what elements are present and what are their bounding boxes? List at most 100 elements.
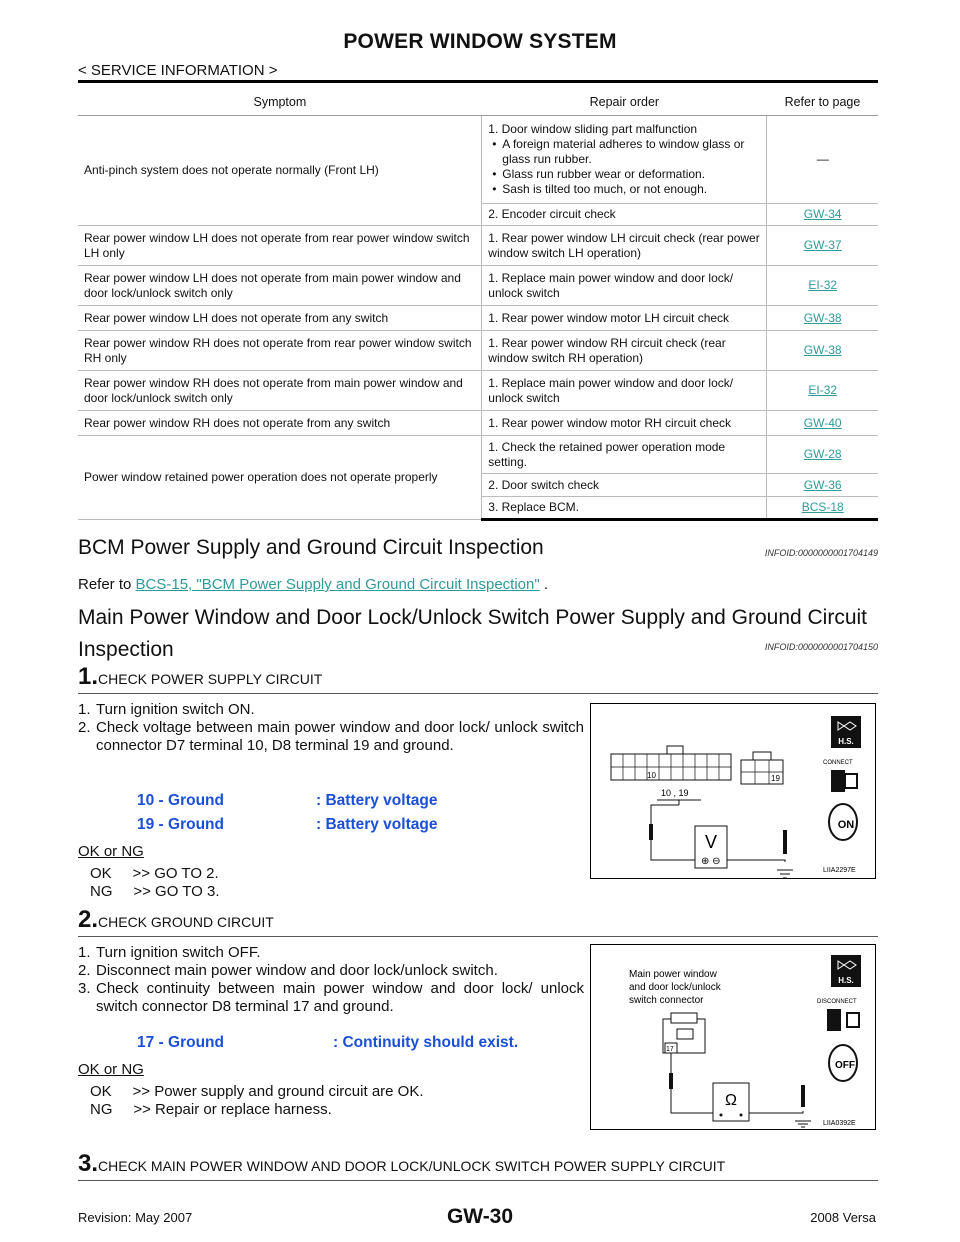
ref-link-gw36[interactable]: GW-36 xyxy=(803,477,842,492)
svg-text:H.S.: H.S. xyxy=(838,737,854,746)
figure-caption: Main power window xyxy=(629,969,718,980)
repair-order-cell: 1. Rear power window RH circuit check (r… xyxy=(481,330,767,371)
step-number: 3. xyxy=(78,1150,99,1177)
ng-result: NG >> Repair or replace harness. xyxy=(90,1101,332,1118)
voltmeter-icon: V ⊕ ⊖ xyxy=(649,800,793,879)
ok-result: OK >> Power supply and ground circuit ar… xyxy=(90,1083,424,1100)
instruction-list: 1.Turn ignition switch ON. 2.Check volta… xyxy=(78,701,584,755)
step-number: 1. xyxy=(78,663,99,690)
list-item: 2.Disconnect main power window and door … xyxy=(78,962,498,979)
ref-link-ei32[interactable]: EI-32 xyxy=(808,383,838,397)
ref-link-gw28[interactable]: GW-28 xyxy=(803,447,842,461)
figure-id: LIIA0392E xyxy=(823,1120,856,1127)
step-2-instructions: 1.Turn ignition switch OFF. 2.Disconnect… xyxy=(78,944,584,1016)
symptom-cell: Anti-pinch system does not operate norma… xyxy=(78,115,482,226)
figure-id: LIIA2297E xyxy=(823,867,856,874)
spec-value: : Battery voltage xyxy=(316,792,438,809)
refer-text: Refer to BCS-15, "BCM Power Supply and G… xyxy=(78,576,548,594)
svg-text:ON: ON xyxy=(838,819,855,831)
symptom-table: Symptom Repair order Refer to page Anti-… xyxy=(78,88,878,521)
repair-order-cell: 1. Replace main power window and door lo… xyxy=(481,370,767,411)
repair-order-cell: 2. Encoder circuit check xyxy=(481,203,767,226)
list-item: Sash is tilted too much, or not enough. xyxy=(492,182,760,197)
table-row: Anti-pinch system does not operate norma… xyxy=(78,115,878,226)
symptom-cell: Rear power window LH does not operate fr… xyxy=(78,305,482,331)
ref-link-gw37[interactable]: GW-37 xyxy=(803,238,842,252)
ok-ng-label: OK or NG xyxy=(78,843,144,860)
connector-d8: 17 xyxy=(662,1012,706,1054)
step-title: CHECK GROUND CIRCUIT xyxy=(98,914,274,930)
ref-link-gw38[interactable]: GW-38 xyxy=(803,310,842,325)
ref-link-gw40[interactable]: GW-40 xyxy=(803,415,842,430)
table-row: Rear power window RH does not operate fr… xyxy=(78,410,878,436)
repair-order-cell: 1. Rear power window motor RH circuit ch… xyxy=(481,410,767,436)
footer-page-number: GW-30 xyxy=(446,1205,514,1228)
svg-text:⊕ ⊖: ⊕ ⊖ xyxy=(701,856,721,867)
svg-text:17: 17 xyxy=(666,1046,674,1053)
table-row: Power window retained power operation do… xyxy=(78,435,878,520)
heading-line: Inspection xyxy=(78,638,174,661)
ref-link-gw38[interactable]: GW-38 xyxy=(803,343,842,357)
symptom-cell: Rear power window LH does not operate fr… xyxy=(78,225,482,266)
section-heading-main: Main Power Window and Door Lock/Unlock S… xyxy=(78,602,867,666)
hs-icon: H.S. xyxy=(831,955,861,987)
bcs15-link[interactable]: BCS-15, "BCM Power Supply and Ground Cir… xyxy=(135,576,540,593)
connector-d7: 10 xyxy=(610,745,732,781)
step-1-heading: 1.CHECK POWER SUPPLY CIRCUIT xyxy=(78,663,322,691)
page-title: POWER WINDOW SYSTEM xyxy=(343,30,617,53)
repair-order-cell: 1. Rear power window LH circuit check (r… xyxy=(481,225,767,266)
bullet-list: A foreign material adheres to window gla… xyxy=(488,137,760,197)
svg-text:H.S.: H.S. xyxy=(838,976,854,985)
instruction-list: 1.Turn ignition switch OFF. 2.Disconnect… xyxy=(78,944,584,1016)
ref-link-bcs18[interactable]: BCS-18 xyxy=(801,500,844,514)
repair-order-cell: 2. Door switch check xyxy=(481,473,767,497)
spec-label: 17 - Ground xyxy=(137,1034,224,1051)
refer-cell: — xyxy=(766,115,878,204)
repair-order-cell: 3. Replace BCM. xyxy=(481,496,767,521)
heading-line: Main Power Window and Door Lock/Unlock S… xyxy=(78,606,868,629)
table-row: 2. Door switch check GW-36 xyxy=(78,473,878,497)
table-header-row: Symptom Repair order Refer to page xyxy=(78,88,878,116)
spec-label: 19 - Ground xyxy=(137,816,224,833)
svg-text:Ω: Ω xyxy=(725,1092,737,1109)
col-header-refer: Refer to page xyxy=(766,88,878,116)
svg-text:OFF: OFF xyxy=(835,1060,855,1071)
ignition-off-icon: OFF xyxy=(828,1044,858,1082)
connect-icon xyxy=(831,770,858,792)
col-header-repair-order: Repair order xyxy=(481,88,767,116)
svg-text:10: 10 xyxy=(647,771,656,780)
repair-order-cell: 1. Rear power window motor LH circuit ch… xyxy=(481,305,767,331)
list-item: A foreign material adheres to window gla… xyxy=(492,137,760,167)
repair-order-title: 1. Door window sliding part malfunction xyxy=(488,122,698,136)
list-item: 1.Turn ignition switch OFF. xyxy=(78,944,261,961)
step-title: CHECK MAIN POWER WINDOW AND DOOR LOCK/UN… xyxy=(98,1158,726,1174)
step-title: CHECK POWER SUPPLY CIRCUIT xyxy=(98,671,323,687)
spec-value: : Battery voltage xyxy=(316,816,438,833)
symptom-cell: Rear power window RH does not operate fr… xyxy=(78,410,482,436)
ohmmeter-icon: Ω xyxy=(669,1053,811,1128)
step-rule xyxy=(78,1180,878,1181)
list-item: 1.Turn ignition switch ON. xyxy=(78,701,255,718)
connector-d8: 19 xyxy=(740,751,784,785)
footer-revision: Revision: May 2007 xyxy=(78,1210,193,1225)
connector-diagram: H.S. CONNECT ON 10 19 10 , 19 V xyxy=(610,716,861,879)
voltage-check-figure: H.S. CONNECT ON 10 19 10 , 19 V xyxy=(590,703,876,879)
refer-suffix: . xyxy=(539,576,549,593)
table-row: 3. Replace BCM. BCS-18 xyxy=(78,496,878,521)
refer-prefix: Refer to xyxy=(78,576,136,593)
list-item: 2.Check voltage between main power windo… xyxy=(78,719,584,754)
table-row: Rear power window RH does not operate fr… xyxy=(78,330,878,371)
ref-link-gw34[interactable]: GW-34 xyxy=(803,207,842,221)
ng-result: NG >> GO TO 3. xyxy=(90,883,220,900)
terminal-label: 10 , 19 xyxy=(661,788,689,798)
figure-caption: switch connector xyxy=(629,995,704,1006)
ref-link-ei32[interactable]: EI-32 xyxy=(808,278,838,292)
ok-result: OK >> GO TO 2. xyxy=(90,865,219,882)
hs-icon: H.S. xyxy=(831,716,861,748)
connector-diagram: H.S. DISCONNECT OFF Main power window an… xyxy=(629,955,861,1128)
repair-order-cell: 1. Check the retained power operation mo… xyxy=(481,435,767,474)
step-number: 2. xyxy=(78,906,99,933)
step-rule xyxy=(78,936,878,937)
table-row: Rear power window RH does not operate fr… xyxy=(78,370,878,411)
ignition-on-icon: ON xyxy=(828,803,858,841)
